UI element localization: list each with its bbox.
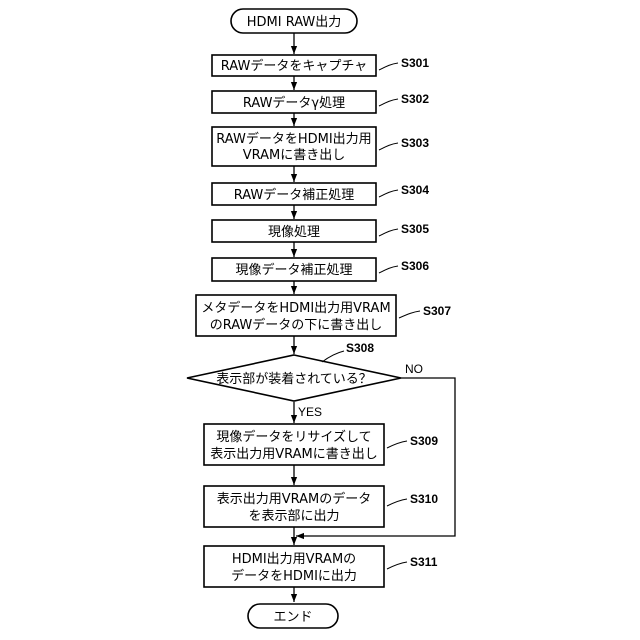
decision-no-label: NO (405, 362, 423, 376)
step-s311: HDMI出力用VRAMの データをHDMIに出力 S311 (204, 546, 438, 587)
decision-s308-leader (322, 351, 344, 362)
step-s311-leader (387, 562, 407, 569)
step-s304-id: S304 (401, 183, 429, 197)
step-s305-line-1: 現像処理 (268, 225, 320, 240)
step-s304-line-1: RAWデータ補正処理 (234, 187, 355, 203)
step-s302-id: S302 (401, 92, 429, 106)
step-s310: 表示出力用VRAMのデータ を表示部に出力 S310 (204, 486, 438, 527)
step-s307-line-1: メタデータをHDMI出力用VRAM (201, 300, 390, 316)
step-s306-id: S306 (401, 259, 429, 273)
step-s310-id: S310 (410, 492, 438, 506)
step-s301-leader (379, 63, 398, 70)
step-s301-line-1: RAWデータをキャプチャ (221, 58, 367, 74)
step-s304: RAWデータ補正処理 S304 (212, 183, 429, 205)
step-s310-line-2: を表示部に出力 (248, 509, 339, 524)
start-terminal-label: HDMI RAW出力 (247, 15, 342, 30)
step-s311-line-1: HDMI出力用VRAMの (232, 552, 356, 567)
step-s301: RAWデータをキャプチャ S301 (212, 55, 429, 76)
decision-s308-id: S308 (346, 341, 374, 355)
step-s303-leader (379, 143, 398, 150)
step-s307-id: S307 (423, 304, 451, 318)
step-s303: RAWデータをHDMI出力用 VRAMに書き出し S303 (212, 127, 429, 166)
step-s302: RAWデータγ処理 S302 (212, 91, 429, 113)
step-s301-id: S301 (401, 56, 429, 70)
step-s306-leader (379, 266, 398, 273)
step-s305-leader (379, 229, 398, 236)
step-s309: 現像データをリサイズして 表示出力用VRAMに書き出し S309 (204, 424, 438, 465)
step-s310-line-1: 表示出力用VRAMのデータ (217, 491, 372, 507)
step-s306: 現像データ補正処理 S306 (212, 258, 429, 281)
end-terminal: エンド (248, 604, 338, 628)
decision-yes-label: YES (298, 405, 322, 419)
step-s310-leader (387, 499, 407, 506)
step-s306-line-1: 現像データ補正処理 (235, 262, 352, 278)
step-s302-line-1: RAWデータγ処理 (243, 95, 345, 111)
step-s303-line-1: RAWデータをHDMI出力用 (216, 131, 371, 147)
step-s309-id: S309 (410, 434, 438, 448)
decision-s308-question: 表示部が装着されている？ (216, 371, 372, 387)
step-s302-leader (379, 99, 398, 106)
step-s307-line-2: のRAWデータの下に書き出し (210, 317, 383, 333)
end-terminal-label: エンド (273, 610, 312, 625)
step-s305: 現像処理 S305 (212, 220, 429, 242)
step-s307-leader (399, 311, 420, 318)
step-s309-line-1: 現像データをリサイズして (216, 429, 371, 445)
step-s309-leader (387, 441, 407, 448)
decision-s308: 表示部が装着されている？ S308 NO YES (187, 341, 423, 419)
step-s307: メタデータをHDMI出力用VRAM のRAWデータの下に書き出し S307 (196, 295, 451, 336)
step-s311-line-2: データをHDMIに出力 (231, 568, 357, 584)
step-s303-id: S303 (401, 136, 429, 150)
step-s309-line-2: 表示出力用VRAMに書き出し (210, 447, 378, 462)
step-s303-line-2: VRAMに書き出し (243, 148, 346, 163)
step-s305-id: S305 (401, 222, 429, 236)
step-s304-leader (379, 190, 398, 197)
step-s311-id: S311 (410, 555, 438, 569)
start-terminal: HDMI RAW出力 (231, 9, 357, 33)
